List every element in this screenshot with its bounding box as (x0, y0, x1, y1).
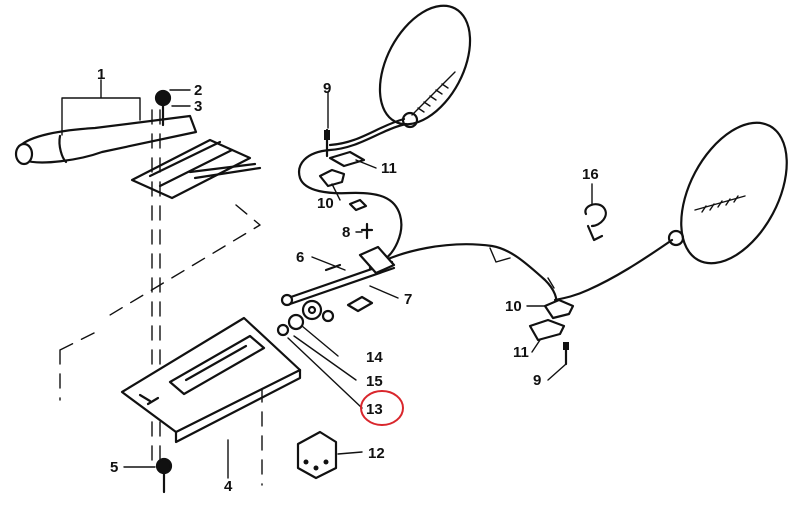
callout-4: 4 (224, 478, 233, 495)
equalizer (280, 222, 396, 313)
base-plate (120, 316, 302, 444)
brake-drum-left (378, 4, 472, 129)
callout-15: 15 (366, 373, 383, 390)
callout-12: 12 (368, 445, 385, 462)
callout-2: 2 (194, 82, 202, 99)
callout-3: 3 (194, 98, 202, 115)
bracket-12 (296, 430, 338, 480)
brake-drum-right (667, 121, 788, 265)
callout-10-right: 10 (505, 298, 522, 315)
highlight-circle (360, 390, 404, 426)
callout-13: 13 (366, 401, 383, 418)
washers (276, 299, 335, 337)
callout-11-right: 11 (513, 344, 529, 361)
cable-left (298, 122, 408, 264)
cable-right (368, 243, 558, 305)
callout-8: 8 (342, 224, 350, 241)
callout-10-left: 10 (317, 195, 334, 212)
clamp-16 (584, 203, 607, 242)
cable-clip-left (318, 128, 368, 212)
leader-lines (61, 79, 593, 479)
callout-11-top: 11 (381, 160, 397, 177)
brake-lever (14, 89, 262, 200)
callout-16: 16 (582, 166, 599, 183)
callout-9-right: 9 (533, 372, 541, 389)
callout-6: 6 (296, 249, 304, 266)
callout-14: 14 (366, 349, 383, 366)
cable-clip-right (528, 298, 575, 366)
nut-5 (155, 457, 173, 494)
cable-right-rear (553, 238, 674, 302)
callout-7: 7 (404, 291, 412, 308)
callout-9-top: 9 (323, 80, 331, 97)
callout-5: 5 (110, 459, 118, 476)
callout-1: 1 (97, 66, 105, 83)
